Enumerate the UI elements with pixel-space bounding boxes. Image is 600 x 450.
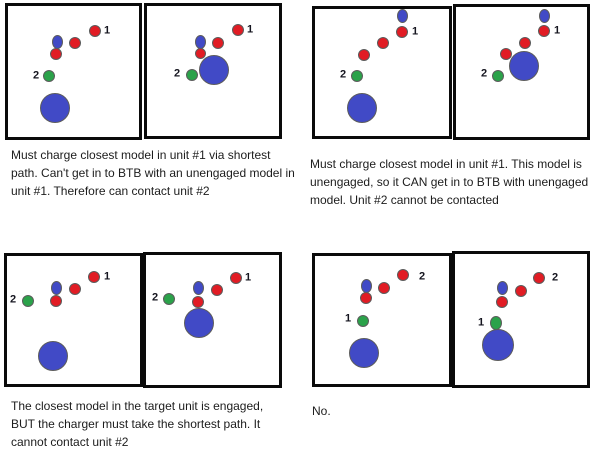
model-circle-red (88, 271, 100, 283)
model-circle-red (232, 24, 244, 36)
model-circle-green (163, 293, 175, 305)
unit-number-label: 1 (246, 23, 254, 36)
model-circle-blue-large (38, 341, 68, 371)
unit-number-label: 1 (553, 24, 561, 37)
unit-number-label: 1 (244, 271, 252, 284)
model-circle-blue-large (347, 93, 377, 123)
diagram-box-panel2-before (312, 6, 452, 139)
unit-number-label: 2 (551, 271, 559, 284)
model-circle-red (69, 37, 81, 49)
model-circle-red (212, 37, 224, 49)
model-circle-blue (194, 35, 206, 49)
model-circle-red (69, 283, 81, 295)
panel4-caption: No. (312, 404, 331, 418)
model-circle-red (397, 269, 409, 281)
diagram-box-panel3-before (4, 253, 143, 387)
unit-number-label: 2 (151, 291, 159, 304)
model-circle-blue-large (40, 93, 70, 123)
model-circle-blue-large (184, 308, 214, 338)
model-circle-red (533, 272, 545, 284)
model-circle-blue (192, 281, 204, 295)
model-circle-blue-large (349, 338, 379, 368)
model-circle-green (357, 315, 369, 327)
model-circle-red (378, 282, 390, 294)
unit-number-label: 2 (339, 68, 347, 81)
diagram-box-panel4-after (452, 251, 590, 388)
unit-number-label: 1 (477, 316, 485, 329)
model-circle-red (89, 25, 101, 37)
diagram-box-panel1-before (5, 3, 142, 140)
panel1-caption: Must charge closest model in unit #1 via… (11, 148, 295, 198)
unit-number-label: 1 (344, 312, 352, 325)
unit-number-label: 2 (173, 67, 181, 80)
unit-number-label: 1 (103, 24, 111, 37)
model-circle-blue (538, 9, 550, 23)
model-circle-red (192, 296, 204, 308)
model-circle-red (50, 295, 62, 307)
model-circle-red (194, 47, 206, 59)
model-circle-green (43, 70, 55, 82)
model-circle-red (358, 49, 370, 61)
model-circle-green (351, 70, 363, 82)
diagram-box-panel4-before (312, 253, 452, 387)
model-circle-red (515, 285, 527, 297)
unit-number-label: 2 (9, 293, 17, 306)
model-circle-red (360, 292, 372, 304)
model-circle-red (377, 37, 389, 49)
diagram-box-panel1-after (144, 3, 282, 139)
model-circle-red (211, 284, 223, 296)
unit-number-label: 2 (418, 270, 426, 283)
model-circle-red (50, 48, 62, 60)
model-circle-blue (360, 279, 372, 293)
unit-number-label: 2 (480, 67, 488, 80)
model-circle-red (500, 48, 512, 60)
model-circle-red (496, 296, 508, 308)
model-circle-green (492, 70, 504, 82)
panel3-caption: The closest model in the target unit is … (11, 399, 264, 449)
model-circle-red (519, 37, 531, 49)
unit-number-label: 1 (411, 25, 419, 38)
model-circle-green (22, 295, 34, 307)
model-circle-red (230, 272, 242, 284)
model-circle-green (490, 316, 502, 330)
model-circle-red (396, 26, 408, 38)
model-circle-blue (50, 281, 62, 295)
model-circle-green (186, 69, 198, 81)
panel2-caption: Must charge closest model in unit #1. Th… (310, 157, 589, 207)
model-circle-blue (396, 9, 408, 23)
unit-number-label: 2 (32, 69, 40, 82)
unit-number-label: 1 (103, 270, 111, 283)
model-circle-blue-large (199, 55, 229, 85)
model-circle-blue-large (509, 51, 539, 81)
model-circle-blue (51, 35, 63, 49)
model-circle-blue-large (482, 329, 514, 361)
model-circle-blue (496, 281, 508, 295)
model-circle-red (538, 25, 550, 37)
